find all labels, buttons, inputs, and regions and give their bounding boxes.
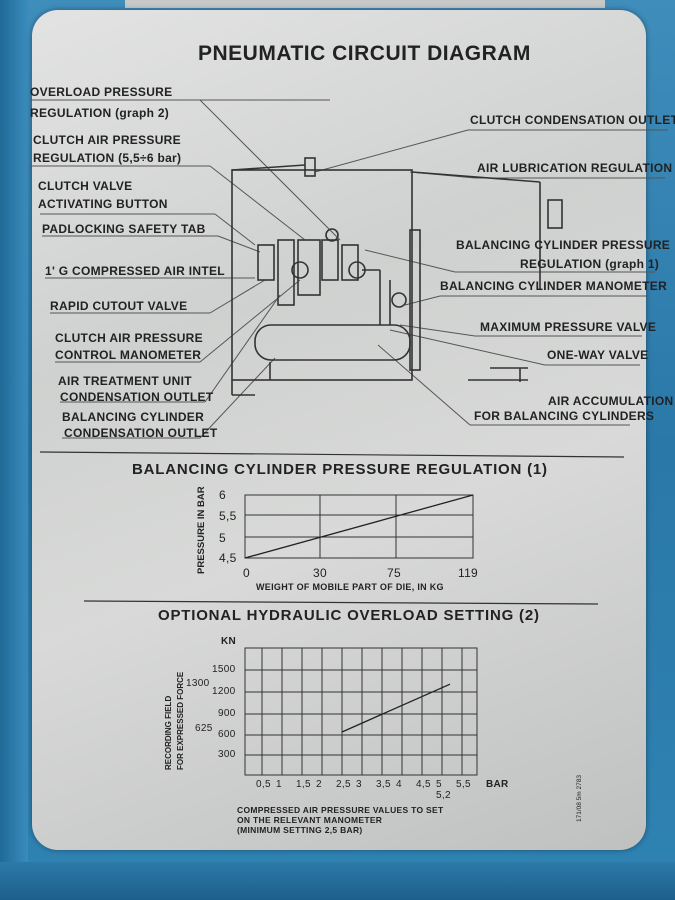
label-one-way-valve: ONE-WAY VALVE bbox=[547, 348, 649, 362]
label-for-balancing-cylinders: FOR BALANCING CYLINDERS bbox=[474, 409, 655, 423]
label-overload-regulation: REGULATION (graph 2) bbox=[30, 106, 170, 120]
graph2-xtick: 1,5 bbox=[296, 779, 311, 790]
upper-plate-edge bbox=[125, 0, 605, 8]
graph2-ytick: 1500 bbox=[212, 664, 236, 675]
label-air-accumulation: AIR ACCUMULATION bbox=[548, 394, 674, 408]
graph1-xtick: 75 bbox=[387, 566, 401, 580]
graph2-note-3: (MINIMUM SETTING 2,5 BAR) bbox=[237, 825, 363, 835]
graph2-grid bbox=[244, 647, 478, 776]
label-clutch-condensation-outlet: CLUTCH CONDENSATION OUTLET bbox=[470, 113, 675, 127]
plate-title: PNEUMATIC CIRCUIT DIAGRAM bbox=[198, 42, 531, 65]
label-air-treatment-unit: AIR TREATMENT UNIT bbox=[58, 374, 192, 388]
graph2-ytick: 900 bbox=[218, 708, 236, 719]
graph2-ylabel-2: FOR EXPRESSED FORCE bbox=[176, 671, 185, 770]
label-compressed-air-inlet: 1' G COMPRESSED AIR INTEL bbox=[45, 264, 225, 278]
graph1-xtick: 30 bbox=[313, 566, 327, 580]
graph2-ylabel-1: RECORDING FIELD bbox=[164, 695, 173, 770]
label-balancing-regulation: REGULATION (graph 1) bbox=[520, 257, 660, 271]
machine-outline bbox=[231, 157, 563, 396]
graph1-ylabel: PRESSURE IN BAR bbox=[196, 486, 207, 574]
plate-code: 171/08 5m 2783 bbox=[576, 775, 583, 822]
graph2-xextra: 5,2 bbox=[436, 790, 451, 801]
graph2-xtick: 5 bbox=[436, 779, 442, 790]
label-control-manometer: CONTROL MANOMETER bbox=[55, 348, 202, 362]
graph2-ytick: 600 bbox=[218, 729, 236, 740]
label-clutch-regulation: REGULATION (5,5÷6 bar) bbox=[33, 151, 182, 165]
label-maximum-pressure-valve: MAXIMUM PRESSURE VALVE bbox=[480, 320, 657, 334]
graph2-ytick: 300 bbox=[218, 749, 236, 760]
instruction-plate bbox=[32, 10, 646, 850]
label-clutch-air-pressure: CLUTCH AIR PRESSURE bbox=[33, 133, 181, 147]
graph2-xtick: 2 bbox=[316, 779, 322, 790]
machine-frame-left bbox=[0, 0, 28, 900]
label-rapid-cutout-valve: RAPID CUTOUT VALVE bbox=[50, 299, 188, 313]
label-clutch-valve: CLUTCH VALVE bbox=[38, 179, 133, 193]
machine-frame-bottom bbox=[0, 862, 675, 900]
graph2-xtick: 4,5 bbox=[416, 779, 431, 790]
label-balancing-manometer: BALANCING CYLINDER MANOMETER bbox=[440, 279, 668, 293]
graph1-xlabel: WEIGHT OF MOBILE PART OF DIE, IN KG bbox=[256, 582, 444, 592]
label-clutch-air-pressure-2: CLUTCH AIR PRESSURE bbox=[55, 331, 203, 345]
graph2-title: OPTIONAL HYDRAULIC OVERLOAD SETTING (2) bbox=[158, 607, 540, 624]
graph2-xtick: 3,5 bbox=[376, 779, 391, 790]
graph-curves bbox=[244, 494, 474, 733]
graph1-line bbox=[244, 494, 474, 559]
label-air-lubrication: AIR LUBRICATION REGULATION bbox=[477, 161, 673, 175]
graph1-title: BALANCING CYLINDER PRESSURE REGULATION (… bbox=[132, 461, 548, 478]
graph2-xtick: 5,5 bbox=[456, 779, 471, 790]
graph2-xtick: 3 bbox=[356, 779, 362, 790]
label-activating-button: ACTIVATING BUTTON bbox=[38, 197, 168, 211]
graph2-note-1: COMPRESSED AIR PRESSURE VALUES TO SET bbox=[237, 805, 444, 815]
graph2-xtick: 1 bbox=[276, 779, 282, 790]
graph2-note-2: ON THE RELEVANT MANOMETER bbox=[237, 815, 383, 825]
label-condensation-outlet-2: CONDENSATION OUTLET bbox=[64, 426, 218, 440]
graph2-yunit: KN bbox=[221, 636, 237, 647]
graph1-grid bbox=[244, 494, 474, 559]
graph1-ytick: 6 bbox=[219, 488, 226, 502]
graph2-xtick: 4 bbox=[396, 779, 402, 790]
graph2-xtick: 0,5 bbox=[256, 779, 271, 790]
graph1-ytick: 4,5 bbox=[219, 551, 237, 565]
graph2-line bbox=[341, 683, 451, 733]
graph2-xtick: 2,5 bbox=[336, 779, 351, 790]
label-overload-pressure: OVERLOAD PRESSURE bbox=[30, 85, 173, 99]
label-padlocking-tab: PADLOCKING SAFETY TAB bbox=[42, 222, 206, 236]
graph2-ytick: 1200 bbox=[212, 686, 236, 697]
label-balancing-pressure: BALANCING CYLINDER PRESSURE bbox=[456, 238, 671, 252]
graph1-xtick: 0 bbox=[243, 566, 250, 580]
graph2-ytick: 1300 bbox=[186, 678, 210, 689]
label-condensation-outlet-1: CONDENSATION OUTLET bbox=[60, 390, 214, 404]
graph1-xtick: 119 bbox=[458, 566, 479, 580]
graph2-ytick: 625 bbox=[195, 723, 213, 734]
graph1-ytick: 5 bbox=[219, 531, 226, 545]
graph2-xunit: BAR bbox=[486, 779, 509, 790]
section-dividers bbox=[39, 451, 625, 605]
graph1-ytick: 5,5 bbox=[219, 509, 237, 523]
label-balancing-cylinder: BALANCING CYLINDER bbox=[62, 410, 205, 424]
